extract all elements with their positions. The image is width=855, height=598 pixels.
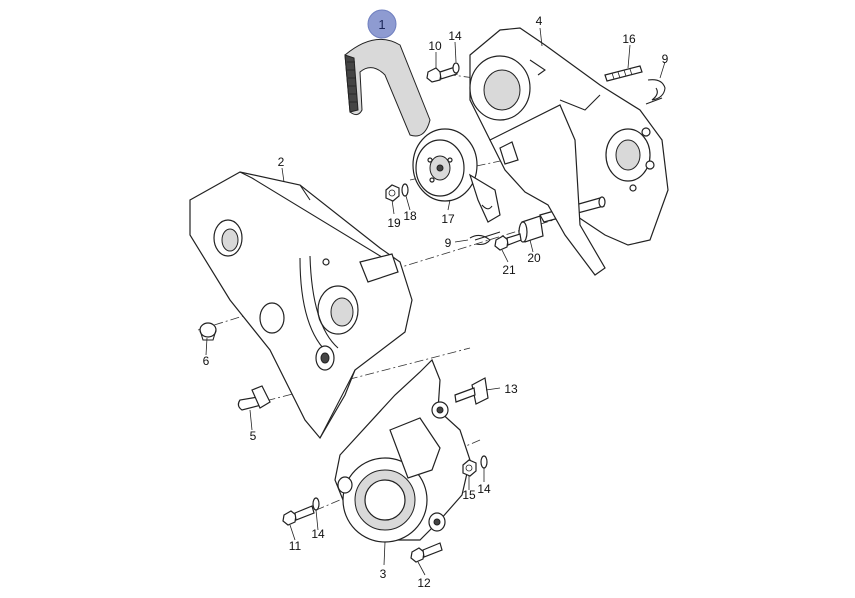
callout-13[interactable]: 13 [504,382,518,396]
bolt-part-11[interactable] [282,505,315,526]
callout-labels: 2 3 4 5 6 9 9 10 11 12 13 14 14 14 15 16… [203,14,669,590]
leader-lines [205,27,666,576]
tensioner-pulley-part-17[interactable] [412,128,501,223]
callout-19[interactable]: 19 [387,216,401,230]
callout-14-lower-right[interactable]: 14 [477,482,491,496]
nut-part-15[interactable] [462,459,477,477]
bolt-part-21[interactable] [494,233,522,251]
nut-part-19[interactable] [385,184,400,202]
highlight-badge-part-1[interactable]: 1 [367,9,397,39]
callout-15[interactable]: 15 [462,488,476,502]
washer-part-18[interactable] [401,183,409,197]
sleeve-part-20[interactable] [518,215,544,243]
callout-17[interactable]: 17 [441,212,455,226]
lower-cover-part-3[interactable] [334,358,471,543]
callout-3[interactable]: 3 [380,567,387,581]
callout-21[interactable]: 21 [502,263,516,277]
mounting-bracket [489,104,606,276]
front-cover-part-2[interactable] [189,171,413,440]
callout-10[interactable]: 10 [428,39,442,53]
callout-4[interactable]: 4 [536,14,543,28]
callout-11[interactable]: 11 [289,539,302,553]
timing-belt-part-1[interactable] [344,38,431,137]
clip-part-9-middle[interactable] [469,231,501,246]
callout-9-middle[interactable]: 9 [445,236,452,250]
callout-14-lower-left[interactable]: 14 [311,527,325,541]
callout-12[interactable]: 12 [417,576,431,590]
callout-14-upper[interactable]: 14 [448,29,462,43]
callout-5[interactable]: 5 [250,429,257,443]
clip-part-9-upper[interactable] [645,79,666,105]
fastener-part-5[interactable] [237,385,271,411]
washer-part-14-upper[interactable] [452,62,460,74]
callout-2[interactable]: 2 [278,155,285,169]
callout-18[interactable]: 18 [403,209,417,223]
callout-20[interactable]: 20 [527,251,541,265]
bolt-part-13[interactable] [454,377,489,405]
bolt-part-12[interactable] [410,542,443,563]
washer-part-14-lower-right[interactable] [480,455,488,469]
washer-part-14-lower-left[interactable] [312,497,320,511]
callout-6[interactable]: 6 [203,354,210,368]
cap-part-6[interactable] [199,322,217,341]
stud-part-16[interactable] [604,65,643,82]
callout-16[interactable]: 16 [622,32,636,46]
highlight-number: 1 [378,17,385,32]
callout-9-upper[interactable]: 9 [662,52,669,66]
